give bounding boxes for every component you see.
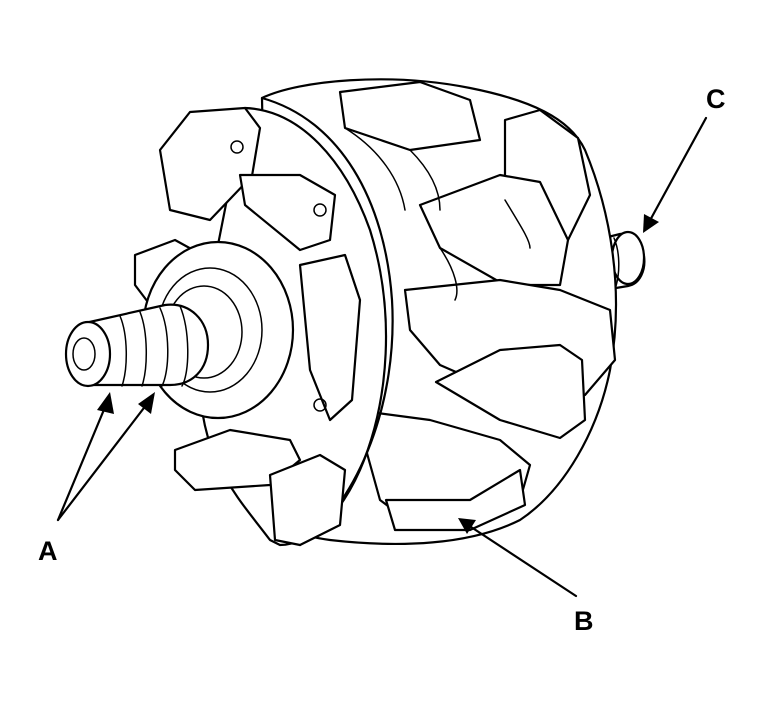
callout-b-leader bbox=[458, 518, 578, 598]
callout-label-c: C bbox=[706, 84, 726, 114]
callout-a-leaders bbox=[56, 392, 155, 522]
callout-c-leader bbox=[643, 116, 708, 233]
arrowhead-icon bbox=[458, 518, 476, 534]
arrowhead-icon bbox=[97, 392, 114, 414]
rotor-body bbox=[260, 78, 618, 546]
arrowhead-icon bbox=[643, 214, 659, 233]
callout-label-b: B bbox=[574, 606, 594, 636]
arrowhead-icon bbox=[138, 392, 155, 414]
callout-label-a: A bbox=[38, 536, 58, 566]
front-shaft bbox=[64, 303, 210, 388]
